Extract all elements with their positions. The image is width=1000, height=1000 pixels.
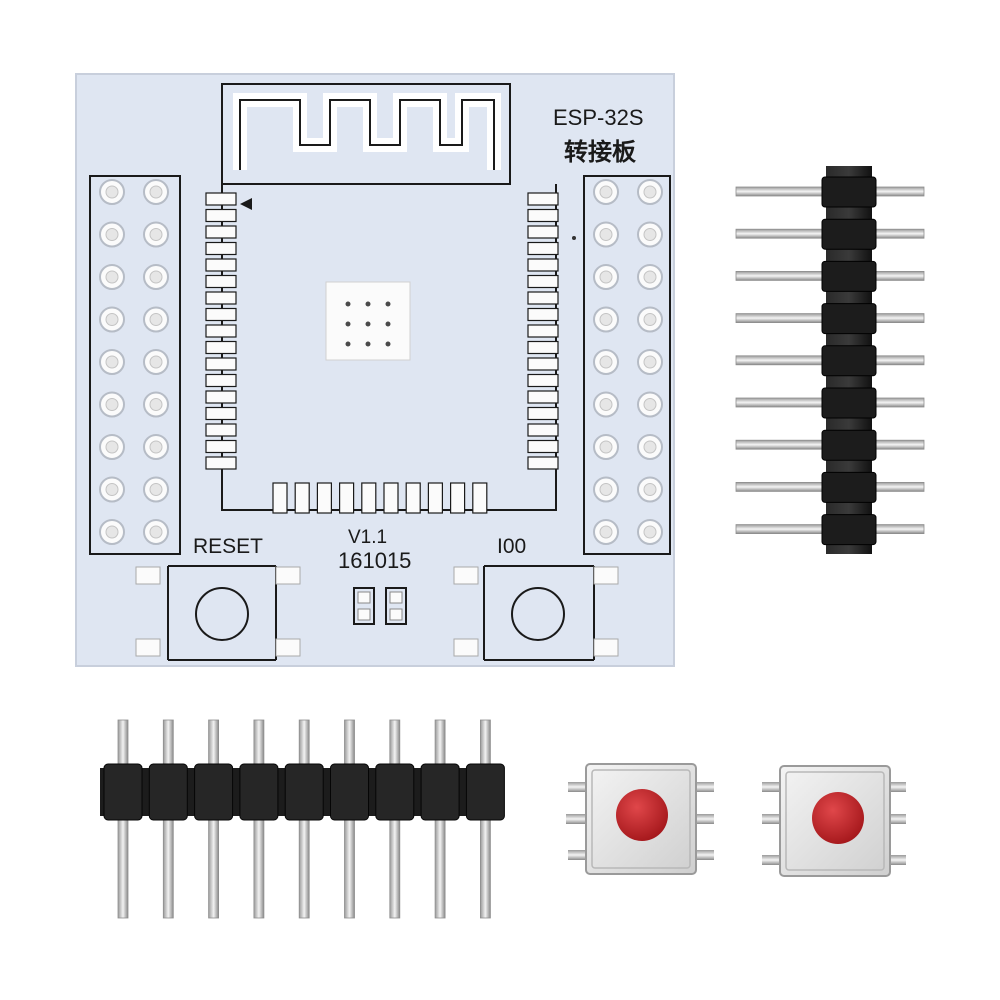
module-pad <box>205 340 237 355</box>
module-pad <box>272 482 288 514</box>
tactile-switch-2 <box>762 765 906 877</box>
module-pad <box>205 390 237 404</box>
module-pad <box>205 423 237 437</box>
module-pad <box>527 373 559 388</box>
module-right-pads <box>527 192 559 470</box>
module-pad <box>450 482 466 514</box>
right-header-holes <box>593 179 663 545</box>
board-title: ESP-32S <box>553 105 644 130</box>
module-pad <box>527 258 559 272</box>
ground-pad <box>325 281 411 361</box>
module-pad <box>294 482 310 514</box>
module-pad <box>205 357 237 371</box>
module-pad <box>205 406 237 421</box>
version-label: V1.1 <box>348 527 387 548</box>
reset-button-footprint <box>135 565 301 661</box>
horizontal-pin-header <box>100 719 505 919</box>
module-pad <box>527 192 559 206</box>
resistor-footprints <box>353 587 407 625</box>
module-pad <box>527 324 559 338</box>
vertical-pin-header <box>735 166 925 554</box>
module-pad <box>527 274 559 289</box>
module-pad <box>427 482 443 514</box>
module-pad <box>205 324 237 338</box>
io0-label: I00 <box>497 535 526 558</box>
module-left-pads <box>205 192 237 470</box>
module-pad <box>339 482 355 514</box>
module-pad <box>527 439 559 454</box>
module-pad <box>205 241 237 256</box>
module-pad <box>405 482 421 514</box>
ground-vias <box>345 301 391 347</box>
module-pad <box>205 373 237 388</box>
module-pad <box>527 340 559 355</box>
module-pad <box>205 439 237 454</box>
module-pad <box>527 225 559 239</box>
module-pad <box>383 482 399 514</box>
tactile-switch-1 <box>566 763 714 875</box>
module-pad <box>527 456 559 470</box>
red-button-cap-icon <box>616 789 668 841</box>
left-header-outline <box>89 175 181 555</box>
red-button-cap-icon <box>812 792 864 844</box>
module-pad <box>316 482 332 514</box>
date-code-label: 161015 <box>338 548 411 573</box>
module-pad <box>205 274 237 289</box>
module-pad <box>205 291 237 305</box>
module-pad <box>205 225 237 239</box>
module-bottom-pads <box>272 482 488 514</box>
module-pad <box>205 192 237 206</box>
reset-label: RESET <box>193 535 263 558</box>
board-subtitle: 转接板 <box>564 138 637 166</box>
pin1-marker-icon <box>240 198 252 210</box>
left-header-holes <box>99 179 169 545</box>
module-pad <box>205 456 237 470</box>
module-pad <box>527 406 559 421</box>
module-pad <box>205 258 237 272</box>
module-pad <box>361 482 377 514</box>
module-pad <box>527 241 559 256</box>
pcb-board: ESP-32S 转接板 RESET V1.1 161015 I00 <box>75 73 675 667</box>
module-pad <box>527 307 559 322</box>
module-pad <box>527 357 559 371</box>
module-pad <box>527 291 559 305</box>
module-pad <box>527 390 559 404</box>
module-pad <box>205 307 237 322</box>
io0-button-footprint <box>453 565 619 661</box>
module-pad <box>527 423 559 437</box>
module-pad <box>527 208 559 223</box>
antenna-keepout-outline <box>221 83 511 185</box>
module-pad <box>472 482 488 514</box>
module-pad <box>205 208 237 223</box>
right-header-outline <box>583 175 671 555</box>
